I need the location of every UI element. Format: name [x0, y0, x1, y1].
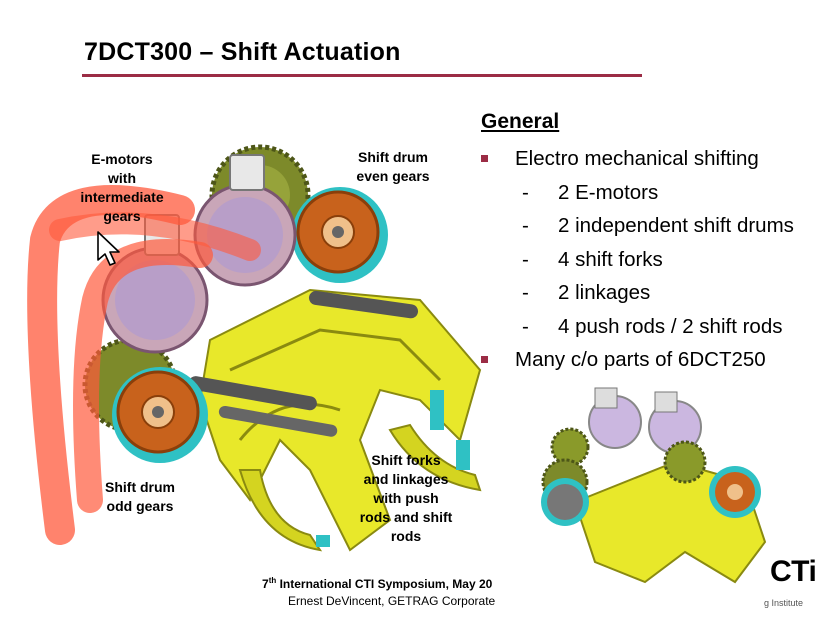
label-shift-drum-even: Shift drum even gears [356, 149, 430, 184]
shift-drum-odd [112, 367, 208, 463]
cti-logo: CTi [770, 555, 817, 588]
sub-bullet-item: -4 push rods / 2 shift rods [522, 314, 783, 338]
actuator-hardware-photo [541, 387, 767, 584]
shift-rods [188, 290, 419, 437]
sub-bullet-item: -2 E-motors [522, 180, 659, 204]
sub-bullet-item: -2 linkages [522, 281, 651, 304]
sub-bullet-item: -2 independent shift drums [522, 214, 794, 237]
label-shift-drum-odd: Shift drum odd gears [105, 479, 175, 514]
footer-author: Ernest DeVincent, GETRAG Corporate [288, 594, 496, 608]
cti-logo-subtext: g Institute [764, 598, 804, 608]
label-emotors: E-motors with intermediate gears [80, 151, 164, 224]
footer-symposium: 7th International CTI Symposium, May 20 [262, 576, 493, 591]
bullet-item: Many c/o parts of 6DCT250 [478, 343, 828, 377]
e-motor-upper [193, 154, 297, 287]
title-rule [82, 74, 642, 77]
sub-bullet-item: -4 shift forks [522, 247, 663, 271]
shift-drum-even [292, 187, 388, 283]
highlight-annotation [27, 185, 261, 545]
section-heading-general: General [481, 110, 560, 133]
bullet-list: Electro mechanical shifting -2 E-motors … [478, 142, 828, 377]
bullet-item: Electro mechanical shifting [478, 142, 828, 176]
shift-actuation-illustration [82, 144, 482, 552]
shift-forks [198, 288, 482, 552]
slide-title: 7DCT300 – Shift Actuation [84, 38, 401, 66]
mouse-cursor-icon [97, 231, 120, 266]
label-shift-forks: Shift forks and linkages with push rods … [359, 452, 453, 544]
